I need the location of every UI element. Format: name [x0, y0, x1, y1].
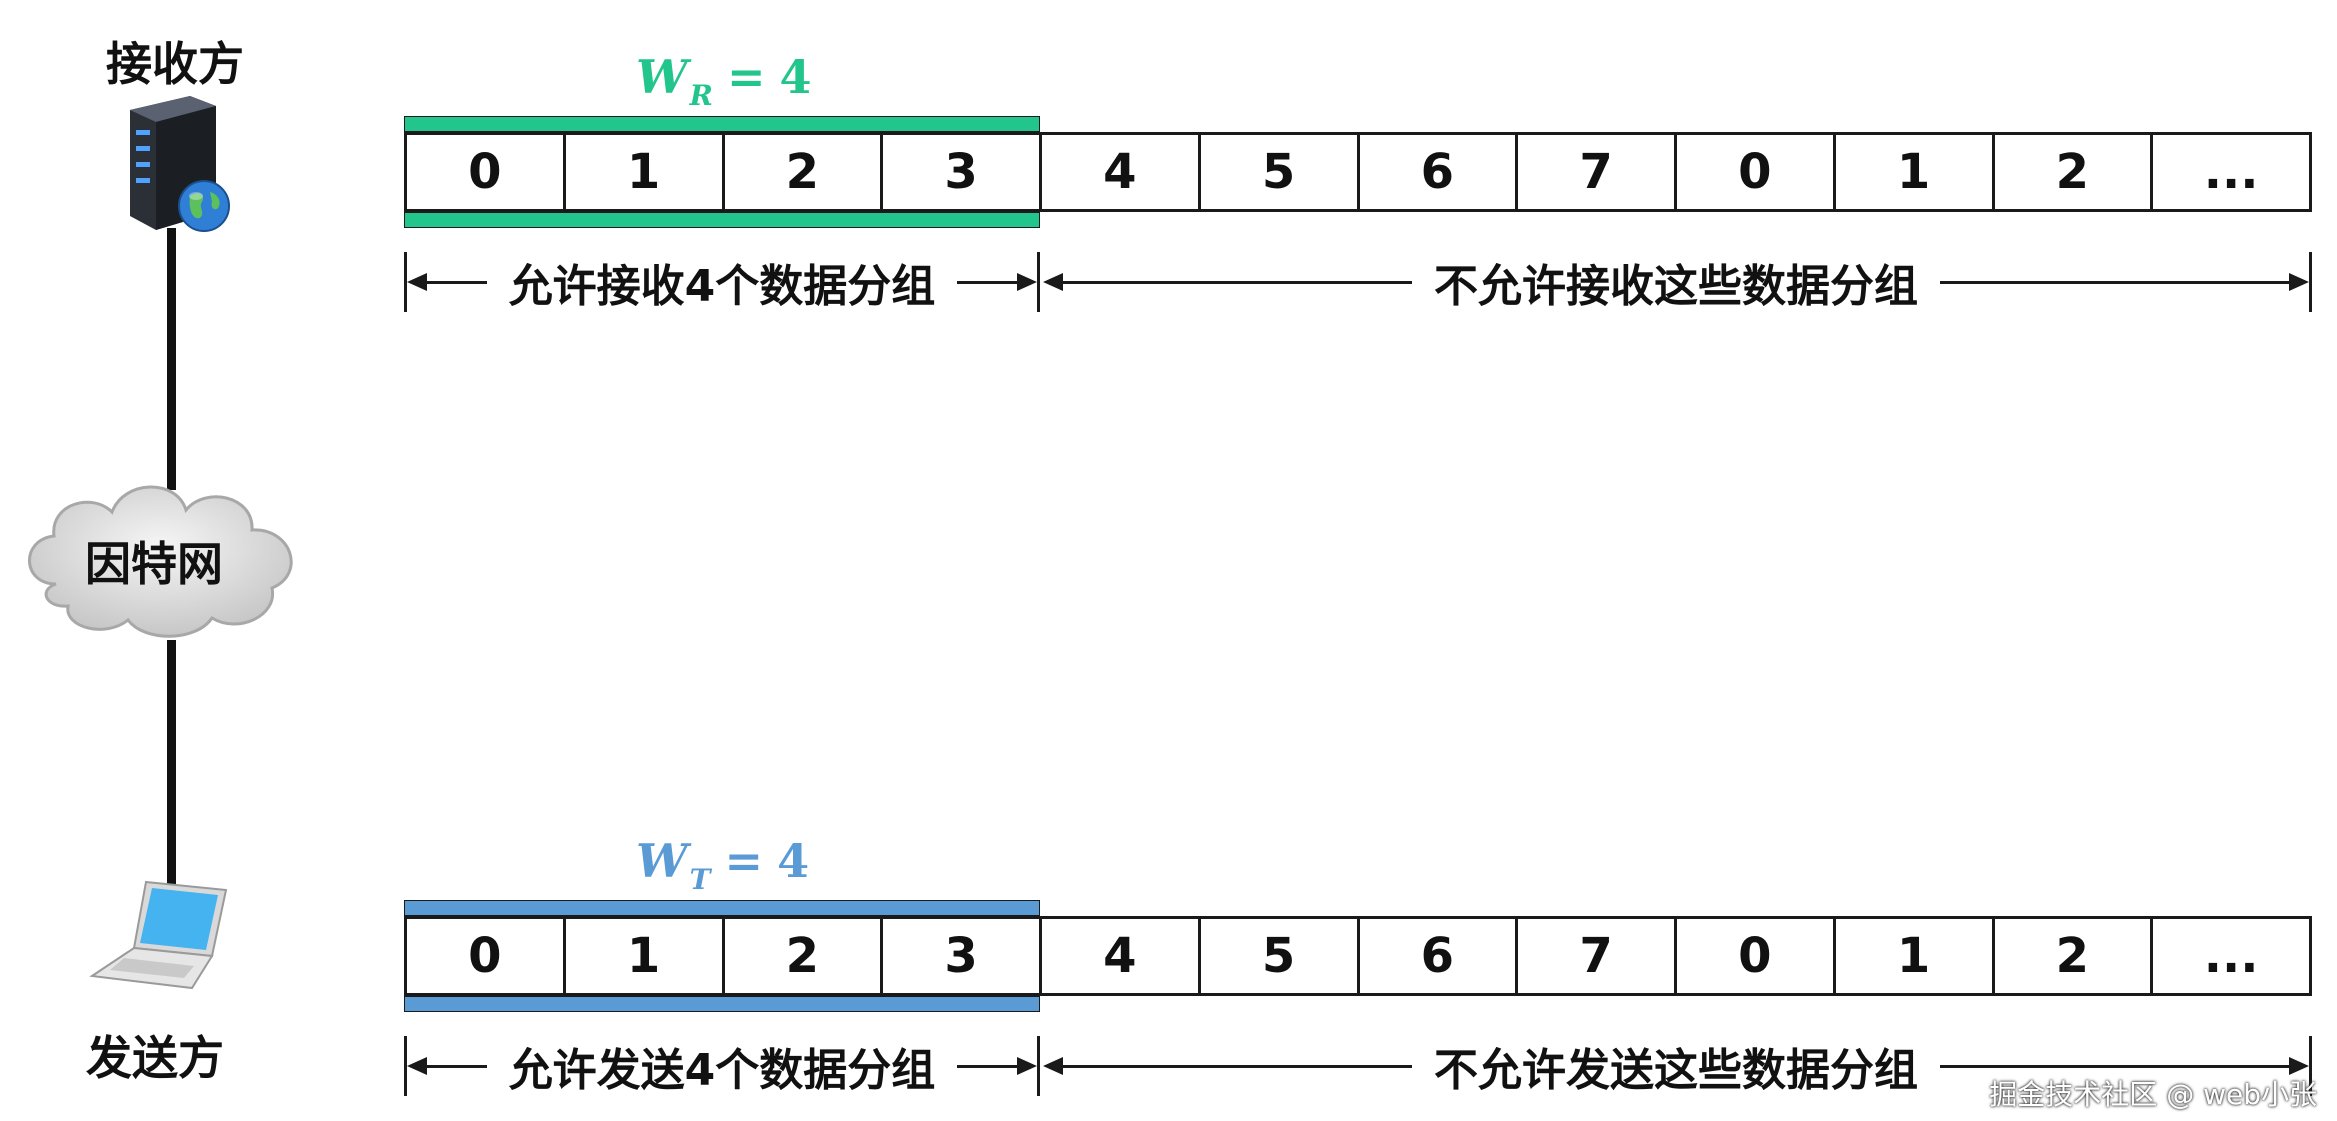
receiver-disallowed-text: 不允许接收这些数据分组 — [1412, 250, 1940, 314]
sender-sequence-row: 0 1 2 3 4 5 6 7 0 1 2 ... — [404, 916, 2312, 996]
sender-window-bar-bottom — [404, 996, 1040, 1012]
seq-cell: 3 — [883, 919, 1042, 993]
cloud-icon — [16, 466, 308, 642]
receiver-label: 接收方 — [106, 37, 244, 91]
globe-icon — [176, 178, 232, 234]
receiver-allowed-text: 允许接收4个数据分组 — [486, 250, 958, 314]
receiver-sequence-row: 0 1 2 3 4 5 6 7 0 1 2 ... — [404, 132, 2312, 212]
seq-cell: 0 — [1677, 135, 1836, 209]
seq-cell: 1 — [566, 135, 725, 209]
seq-cell: 6 — [1360, 135, 1519, 209]
receiver-disallowed-range: 不允许接收这些数据分组 — [1040, 250, 2312, 314]
seq-cell: 0 — [407, 135, 566, 209]
sender-allowed-range: 允许发送4个数据分组 — [404, 1034, 1040, 1098]
seq-cell: 5 — [1201, 919, 1360, 993]
seq-cell: 0 — [407, 919, 566, 993]
seq-cell: 6 — [1360, 919, 1519, 993]
seq-cell: ... — [2203, 928, 2259, 984]
receiver-window-bar-bottom — [404, 212, 1040, 228]
sender-window-bar-top — [404, 900, 1040, 916]
seq-cell: 4 — [1042, 919, 1201, 993]
receiver-window-bar-top — [404, 116, 1040, 132]
sender-allowed-text: 允许发送4个数据分组 — [486, 1034, 958, 1098]
wire-internet-sender — [167, 640, 176, 890]
seq-cell: 2 — [1995, 919, 2154, 993]
receiver-allowed-range: 允许接收4个数据分组 — [404, 250, 1040, 314]
seq-cell: 7 — [1518, 919, 1677, 993]
seq-cell: 5 — [1201, 135, 1360, 209]
sender-window-label: WT=4 — [636, 834, 810, 896]
laptop-icon — [86, 878, 236, 996]
sender-disallowed-range: 不允许发送这些数据分组 — [1040, 1034, 2312, 1098]
seq-cell: 0 — [1677, 919, 1836, 993]
sender-disallowed-text: 不允许发送这些数据分组 — [1412, 1034, 1940, 1098]
seq-cell: 3 — [883, 135, 1042, 209]
seq-cell: ... — [2203, 144, 2259, 200]
seq-cell: 7 — [1518, 135, 1677, 209]
seq-cell: 2 — [1995, 135, 2154, 209]
seq-cell: 1 — [566, 919, 725, 993]
seq-cell: 1 — [1836, 135, 1995, 209]
wire-receiver-internet — [167, 228, 176, 490]
seq-cell: 2 — [725, 919, 884, 993]
internet-label: 因特网 — [85, 537, 223, 591]
seq-cell: 2 — [725, 135, 884, 209]
seq-cell: 4 — [1042, 135, 1201, 209]
receiver-window-label: WR=4 — [636, 50, 812, 112]
watermark: 掘金技术社区 @ web小张 — [1989, 1078, 2317, 1111]
seq-cell: 1 — [1836, 919, 1995, 993]
sender-label: 发送方 — [86, 1031, 224, 1085]
